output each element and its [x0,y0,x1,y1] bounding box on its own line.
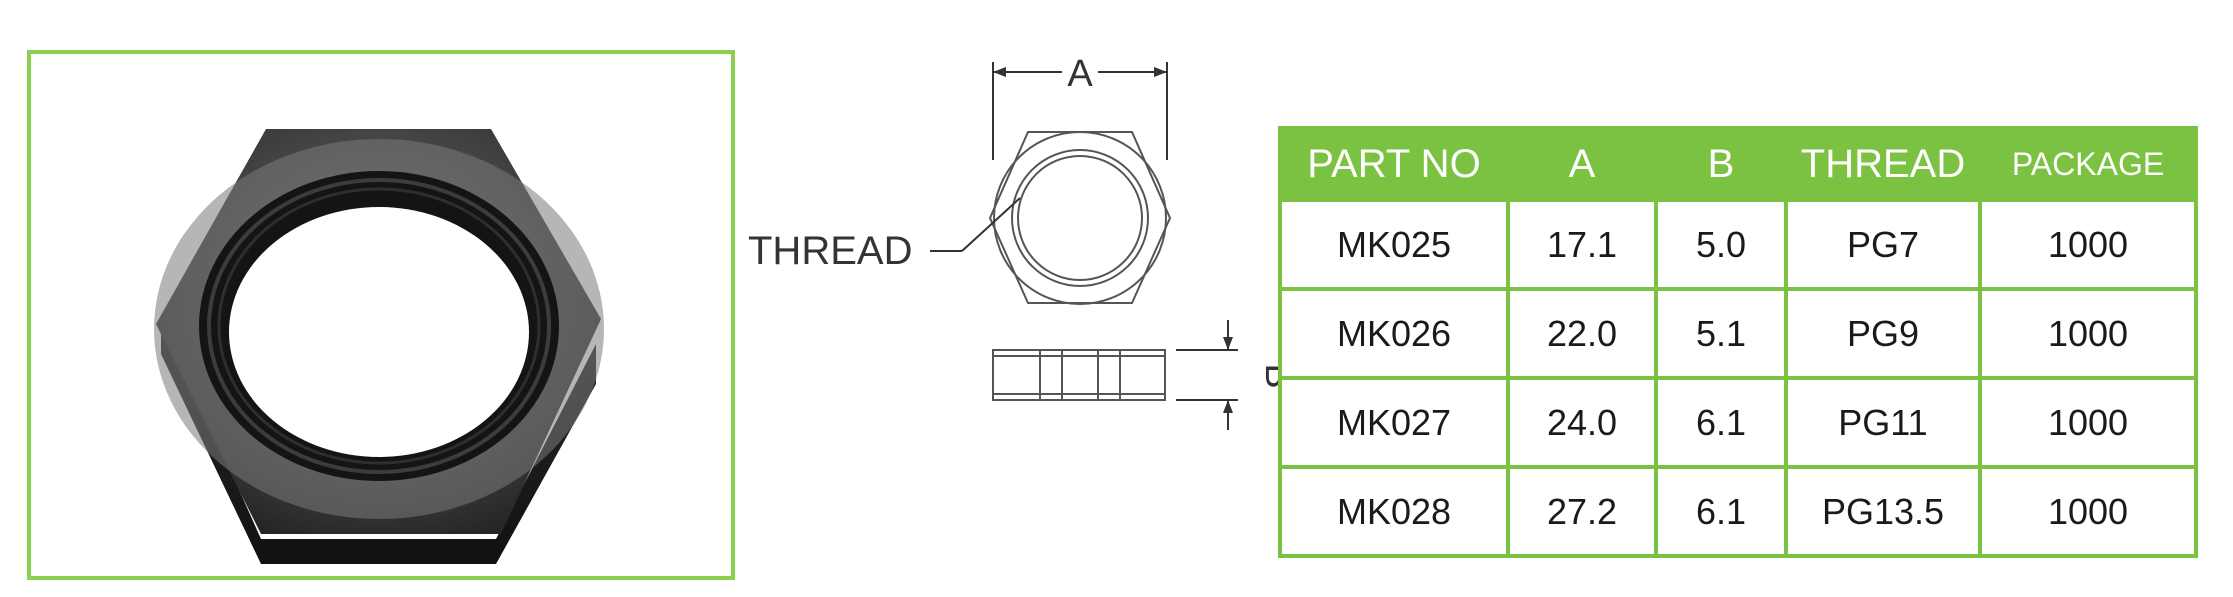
cell-thread: PG13.5 [1784,465,1982,558]
cell-package: 1000 [1978,287,2198,380]
thread-callout: THREAD [748,197,1021,273]
cell-thread: PG7 [1784,198,1982,291]
header-thread: THREAD [1784,126,1982,202]
nut-side-view [992,349,1166,401]
dimension-b-label: B [1257,363,1280,388]
dimension-b: B [1176,320,1280,430]
cell-part-no: MK026 [1278,287,1510,380]
cell-package: 1000 [1978,465,2198,558]
dimension-a: A [992,53,1168,160]
cell-a: 24.0 [1506,376,1658,469]
cell-b: 5.1 [1654,287,1788,380]
technical-drawing: A THREAD B [748,53,1280,430]
cell-part-no: MK025 [1278,198,1510,291]
cell-package: 1000 [1978,198,2198,291]
cell-package: 1000 [1978,376,2198,469]
nut-top-view [988,131,1172,305]
header-part-no: PART NO [1278,126,1510,202]
cell-b: 5.0 [1654,198,1788,291]
cell-thread: PG11 [1784,376,1982,469]
table-row: MK025 17.1 5.0 PG7 1000 [1278,198,2198,291]
table-row: MK026 22.0 5.1 PG9 1000 [1278,287,2198,380]
cell-thread: PG9 [1784,287,1982,380]
dimension-a-label: A [1067,53,1093,95]
cell-a: 17.1 [1506,198,1658,291]
cell-a: 27.2 [1506,465,1658,558]
header-a: A [1506,126,1658,202]
header-b: B [1654,126,1788,202]
cell-part-no: MK028 [1278,465,1510,558]
header-package: PACKAGE [1978,126,2198,202]
cell-part-no: MK027 [1278,376,1510,469]
cell-a: 22.0 [1506,287,1658,380]
product-photo-frame [27,50,735,580]
table-header-row: PART NO A B THREAD PACKAGE [1278,126,2198,202]
hex-nut-photo [154,129,604,564]
thread-callout-label: THREAD [748,229,912,273]
nut-inner-hole [229,207,529,457]
table-row: MK027 24.0 6.1 PG11 1000 [1278,376,2198,469]
spec-table: PART NO A B THREAD PACKAGE MK025 17.1 5.… [1278,126,2198,558]
cell-b: 6.1 [1654,465,1788,558]
table-row: MK028 27.2 6.1 PG13.5 1000 [1278,465,2198,558]
cell-b: 6.1 [1654,376,1788,469]
